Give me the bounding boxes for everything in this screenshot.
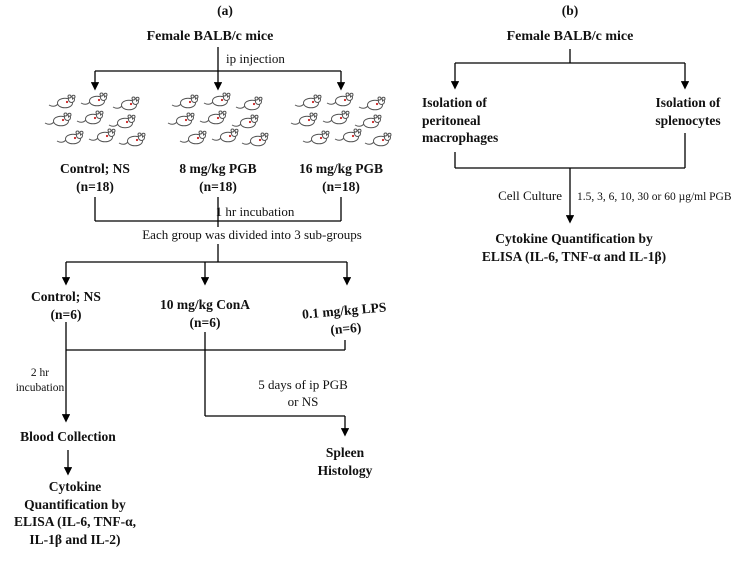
mice-cluster-icon — [290, 92, 392, 147]
panel-a-label: (a) — [217, 3, 233, 18]
incubation-1hr-label: 1 hr incubation — [215, 204, 295, 219]
group-n: (n=18) — [199, 178, 237, 194]
cytokine-quantification-panel-a: Cytokine Quantification by ELISA (IL-6, … — [13, 479, 137, 547]
isolation-macrophages-label: Isolation of peritoneal macrophages — [422, 95, 499, 146]
group-n: (n=18) — [322, 178, 360, 194]
group-n: (n=18) — [76, 178, 114, 194]
ip-injection-label: ip injection — [226, 51, 285, 66]
blood-collection-label: Blood Collection — [20, 429, 116, 444]
subgroup-cona: 10 mg/kg ConA (n=6) — [135, 296, 275, 331]
group-name: 8 mg/kg PGB — [179, 161, 257, 176]
group-control-ns: Control; NS (n=18) — [35, 160, 155, 195]
panel-a-title: Female BALB/c mice — [146, 29, 274, 44]
division-note: Each group was divided into 3 sub-groups — [121, 227, 383, 244]
spleen-histology-label: Spleen Histology — [317, 445, 373, 478]
pgb-treatment-label: 5 days of ip PGB or NS — [258, 377, 348, 409]
mice-cluster-icon — [167, 92, 269, 147]
incubation-2hr-label: 2 hr incubation — [15, 367, 65, 394]
subgroup-name: Control; NS — [31, 289, 101, 304]
group-8mg-pgb: 8 mg/kg PGB (n=18) — [158, 160, 278, 195]
group-16mg-pgb: 16 mg/kg PGB (n=18) — [281, 160, 401, 195]
mice-cluster-icon — [44, 92, 146, 147]
group-name: Control; NS — [60, 161, 130, 176]
panel-b-title: Female BALB/c mice — [506, 29, 634, 44]
subgroup-control-ns: Control; NS (n=6) — [6, 288, 126, 323]
subgroup-name: 10 mg/kg ConA — [159, 297, 250, 312]
panel-b-connectors — [450, 49, 690, 224]
panel-a-connectors — [61, 47, 352, 476]
subgroup-n: (n=6) — [189, 314, 221, 330]
group-name: 16 mg/kg PGB — [298, 161, 383, 176]
isolation-splenocytes-label: Isolation of splenocytes — [655, 95, 721, 128]
cytokine-quantification-panel-b: Cytokine Quantification by ELISA (IL-6, … — [481, 231, 667, 264]
subgroup-n: (n=6) — [50, 306, 82, 322]
panel-b-label: (b) — [561, 3, 579, 18]
pgb-doses-label: 1.5, 3, 6, 10, 30 or 60 µg/ml PGB — [577, 191, 732, 203]
cell-culture-label: Cell Culture — [498, 188, 562, 203]
